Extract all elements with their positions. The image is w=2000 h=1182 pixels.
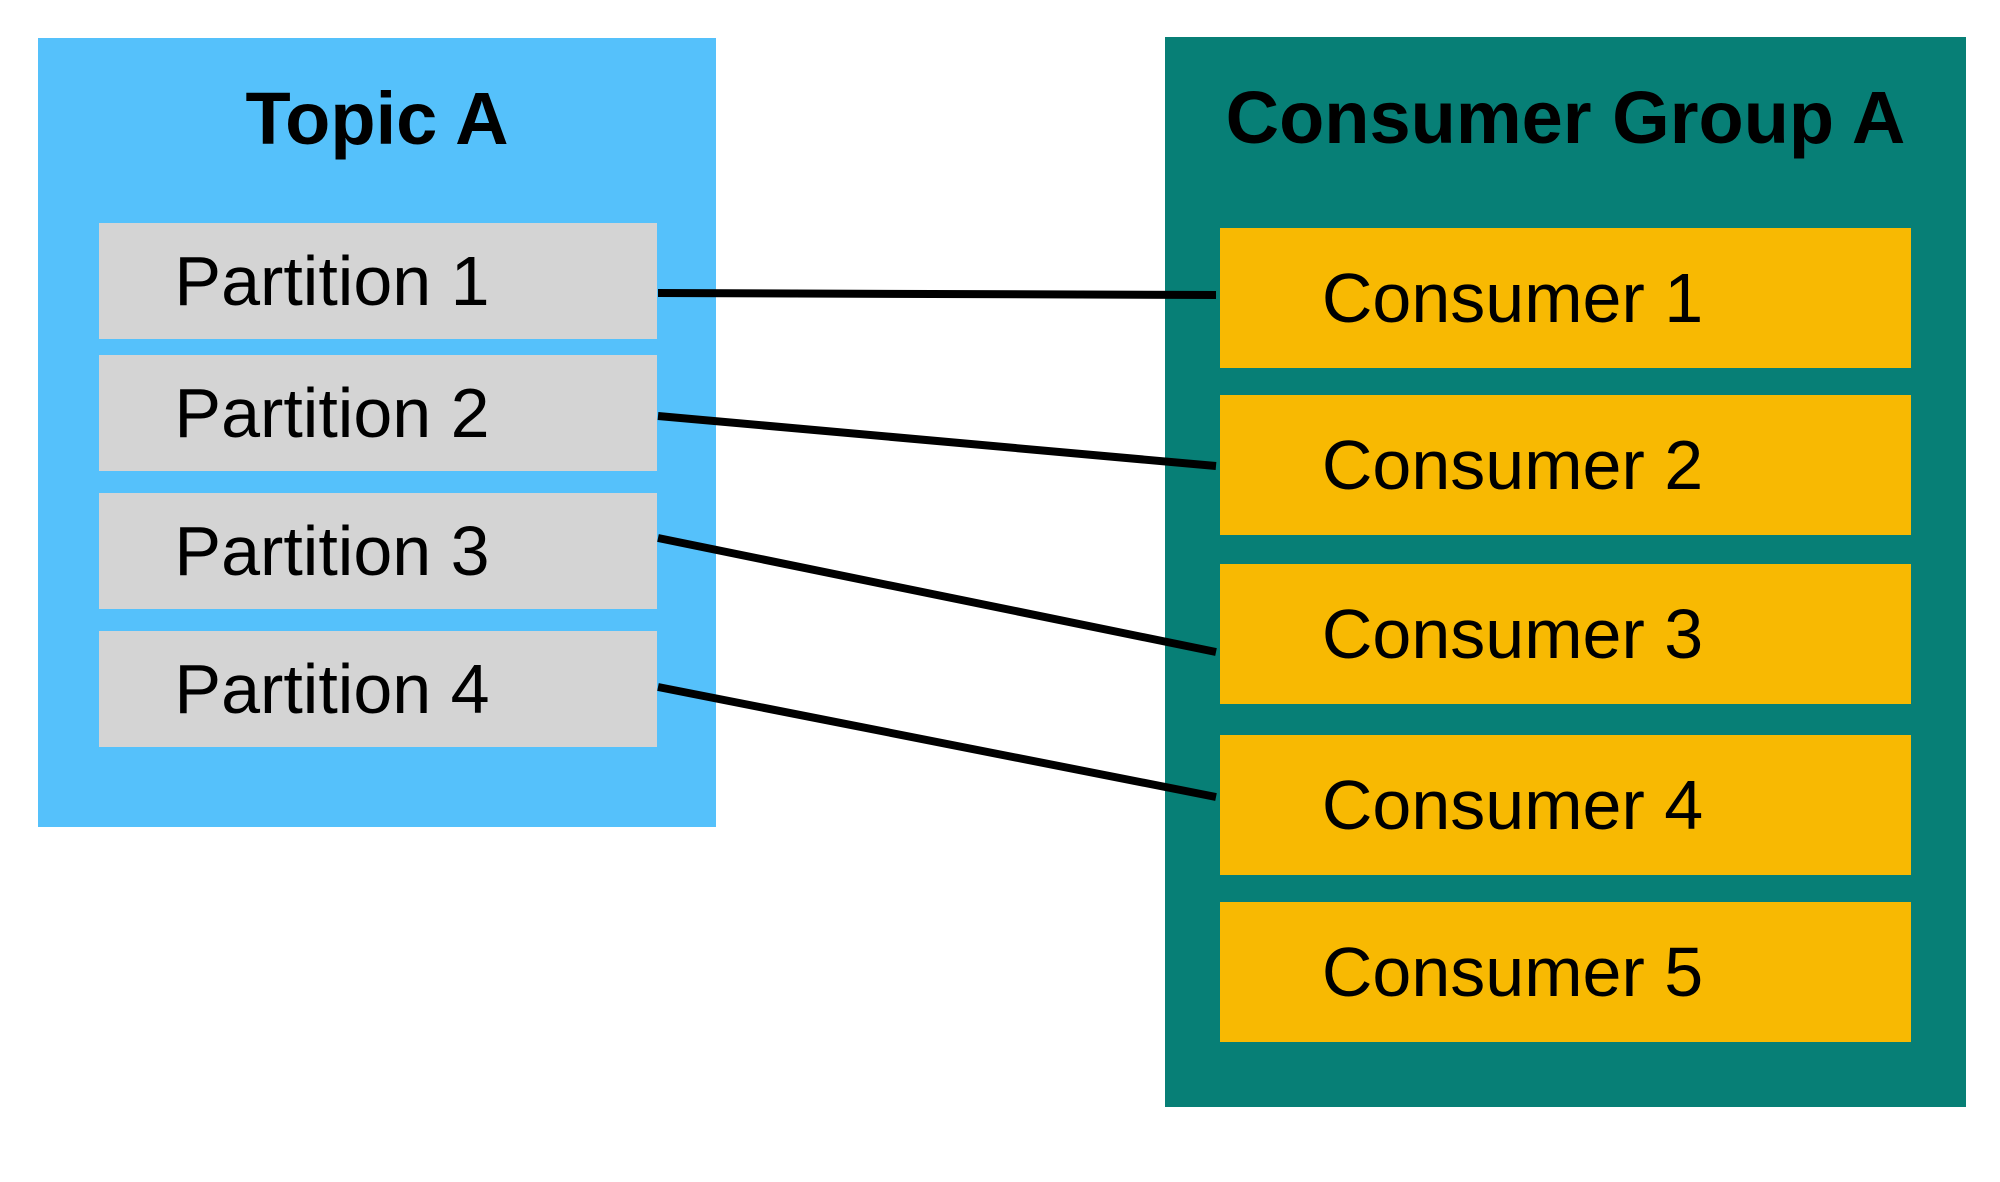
consumer-box: Consumer 5 (1220, 902, 1911, 1042)
consumer-box: Consumer 3 (1220, 564, 1911, 704)
consumer-label: Consumer 2 (1321, 426, 1704, 504)
consumer-box: Consumer 1 (1220, 228, 1911, 368)
topic-box: Topic A Partition 1 Partition 2 Partition … (38, 38, 716, 827)
partition-box: Partition 2 (99, 355, 657, 471)
consumer-group-box: Consumer Group A Consumer 1 Consumer 2 Con… (1165, 37, 1966, 1107)
connector-line (657, 534, 1217, 656)
partition-label: Partition 2 (174, 374, 490, 452)
consumer-label: Consumer 5 (1321, 933, 1704, 1011)
partition-label: Partition 1 (174, 242, 490, 320)
consumer-label: Consumer 4 (1321, 766, 1704, 844)
partition-box: Partition 3 (99, 493, 657, 609)
partition-box: Partition 1 (99, 223, 657, 339)
connector-line (657, 289, 1217, 299)
connector-line (657, 683, 1217, 801)
partition-box: Partition 4 (99, 631, 657, 747)
consumer-label: Consumer 3 (1321, 595, 1704, 673)
topic-title: Topic A (245, 76, 509, 160)
consumer-group-title: Consumer Group A (1225, 75, 1906, 159)
connector-line (657, 412, 1217, 470)
consumer-label: Consumer 1 (1321, 259, 1704, 337)
partition-label: Partition 3 (174, 512, 490, 590)
consumer-box: Consumer 4 (1220, 735, 1911, 875)
partition-label: Partition 4 (174, 650, 490, 728)
consumer-box: Consumer 2 (1220, 395, 1911, 535)
